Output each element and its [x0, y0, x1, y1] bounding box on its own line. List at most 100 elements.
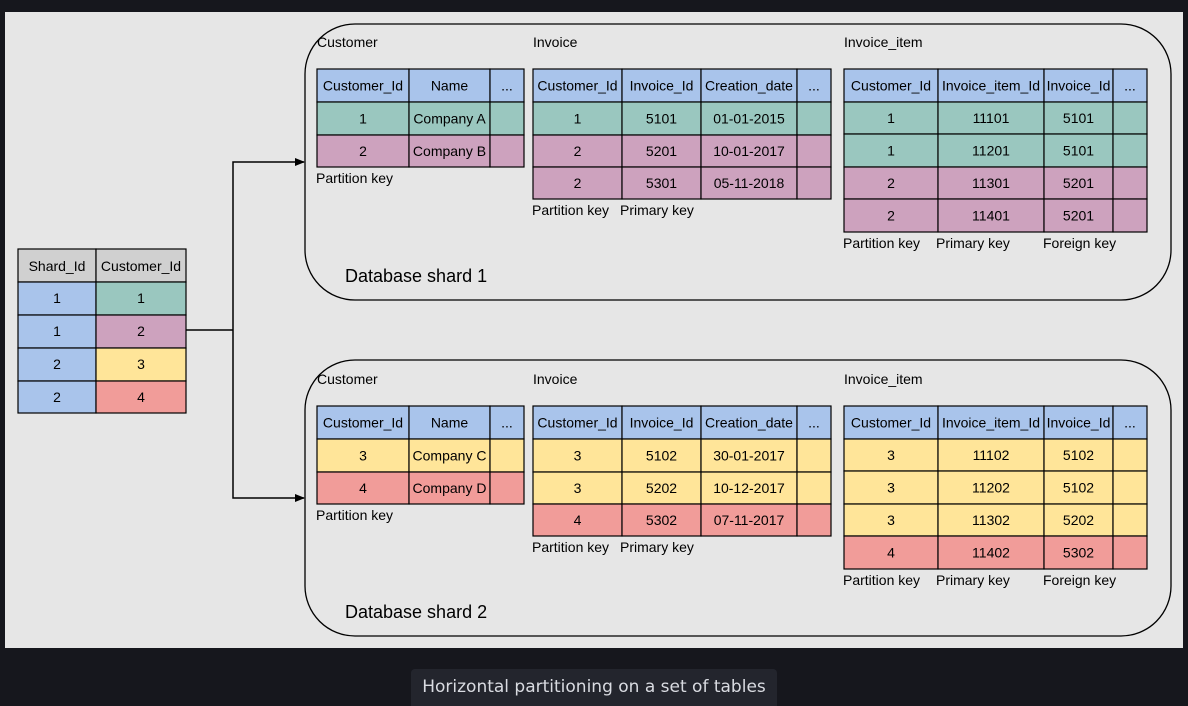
cell-text: 5201 [1063, 175, 1094, 191]
data-cell [796, 134, 832, 168]
cell-text: Company D [413, 480, 487, 496]
cell-text: 5302 [646, 512, 677, 528]
header-text: Customer_Id [323, 415, 403, 431]
data-cell [1043, 198, 1114, 233]
header-text: ... [808, 415, 820, 431]
cell-text: 2 [887, 208, 895, 224]
data-cell [1112, 535, 1148, 570]
cell-text: 5302 [1063, 545, 1094, 561]
data-cell [316, 438, 410, 473]
data-cell [937, 503, 1045, 537]
header-text: Customer_Id [537, 78, 617, 94]
key-label: Partition key [316, 507, 393, 523]
data-cell [316, 134, 410, 168]
lookup-cell-text: 4 [137, 389, 145, 405]
key-label: Partition key [843, 235, 920, 251]
header-cell [796, 68, 832, 103]
data-cell [937, 438, 1045, 472]
data-cell [1112, 503, 1148, 537]
cell-text: 11301 [972, 175, 1010, 191]
data-cell [621, 438, 702, 473]
lookup-cell [95, 347, 187, 382]
header-cell [843, 405, 939, 440]
data-cell [796, 503, 832, 537]
data-cell [532, 134, 623, 168]
header-cell [489, 68, 525, 103]
cell-text: Company A [413, 111, 486, 127]
cell-text: 5201 [1063, 208, 1094, 224]
figure-caption: Horizontal partitioning on a set of tabl… [411, 669, 777, 706]
header-cell [700, 405, 798, 440]
lookup-cell-text: 1 [137, 290, 145, 306]
key-label: Partition key [843, 572, 920, 588]
data-cell [843, 535, 939, 570]
cell-text: 11201 [972, 143, 1010, 159]
data-cell [532, 503, 623, 537]
lookup-header-text: Shard_Id [29, 258, 86, 274]
key-label: Foreign key [1043, 235, 1116, 251]
data-cell [700, 438, 798, 473]
cell-text: 07-11-2017 [714, 512, 785, 528]
header-text: Customer_Id [537, 415, 617, 431]
data-cell [937, 198, 1045, 233]
lookup-cell-text: 2 [53, 356, 61, 372]
lookup-cell-text: 2 [53, 389, 61, 405]
data-cell [796, 438, 832, 473]
cell-text: 5102 [646, 448, 677, 464]
header-cell [532, 68, 623, 103]
cell-text: 3 [887, 512, 895, 528]
cell-text: 11401 [972, 208, 1010, 224]
header-cell [621, 405, 702, 440]
data-cell [1112, 101, 1148, 135]
header-text: ... [808, 78, 820, 94]
data-cell [532, 438, 623, 473]
cell-text: 2 [574, 143, 582, 159]
header-text: Invoice_item_Id [942, 78, 1040, 94]
data-cell [843, 166, 939, 200]
cell-text: 1 [887, 110, 895, 126]
cell-text: 2 [887, 175, 895, 191]
cell-text: 5102 [1063, 480, 1094, 496]
header-text: ... [501, 78, 513, 94]
cell-text: 5301 [646, 175, 677, 191]
data-cell [621, 166, 702, 200]
lookup-cell [17, 380, 97, 414]
header-text: Invoice_Id [1047, 78, 1111, 94]
data-cell [621, 134, 702, 168]
header-text: Invoice_Id [1047, 415, 1111, 431]
data-cell [843, 198, 939, 233]
data-cell [1112, 133, 1148, 168]
header-cell [316, 68, 410, 103]
cell-text: Company C [413, 448, 487, 464]
header-text: Customer_Id [851, 78, 931, 94]
data-cell [532, 166, 623, 200]
header-text: ... [1124, 78, 1136, 94]
cell-text: 5101 [1063, 110, 1094, 126]
cell-text: 4 [887, 545, 895, 561]
key-label: Partition key [316, 170, 393, 186]
data-cell [700, 101, 798, 136]
shard-label: Database shard 1 [345, 266, 487, 286]
cell-text: 3 [887, 447, 895, 463]
data-cell [1112, 470, 1148, 505]
data-cell [1112, 198, 1148, 233]
lookup-cell-text: 1 [53, 290, 61, 306]
header-text: ... [1124, 415, 1136, 431]
cell-text: 11202 [972, 480, 1010, 496]
key-label: Primary key [936, 572, 1010, 588]
data-cell [937, 535, 1045, 570]
header-text: Invoice_item_Id [942, 415, 1040, 431]
cell-text: 1 [887, 143, 895, 159]
cell-text: 4 [359, 480, 367, 496]
cell-text: 5201 [646, 143, 677, 159]
shard-label: Database shard 2 [345, 602, 487, 622]
header-cell [532, 405, 623, 440]
header-text: Name [431, 415, 469, 431]
table-title: Customer [317, 371, 378, 387]
